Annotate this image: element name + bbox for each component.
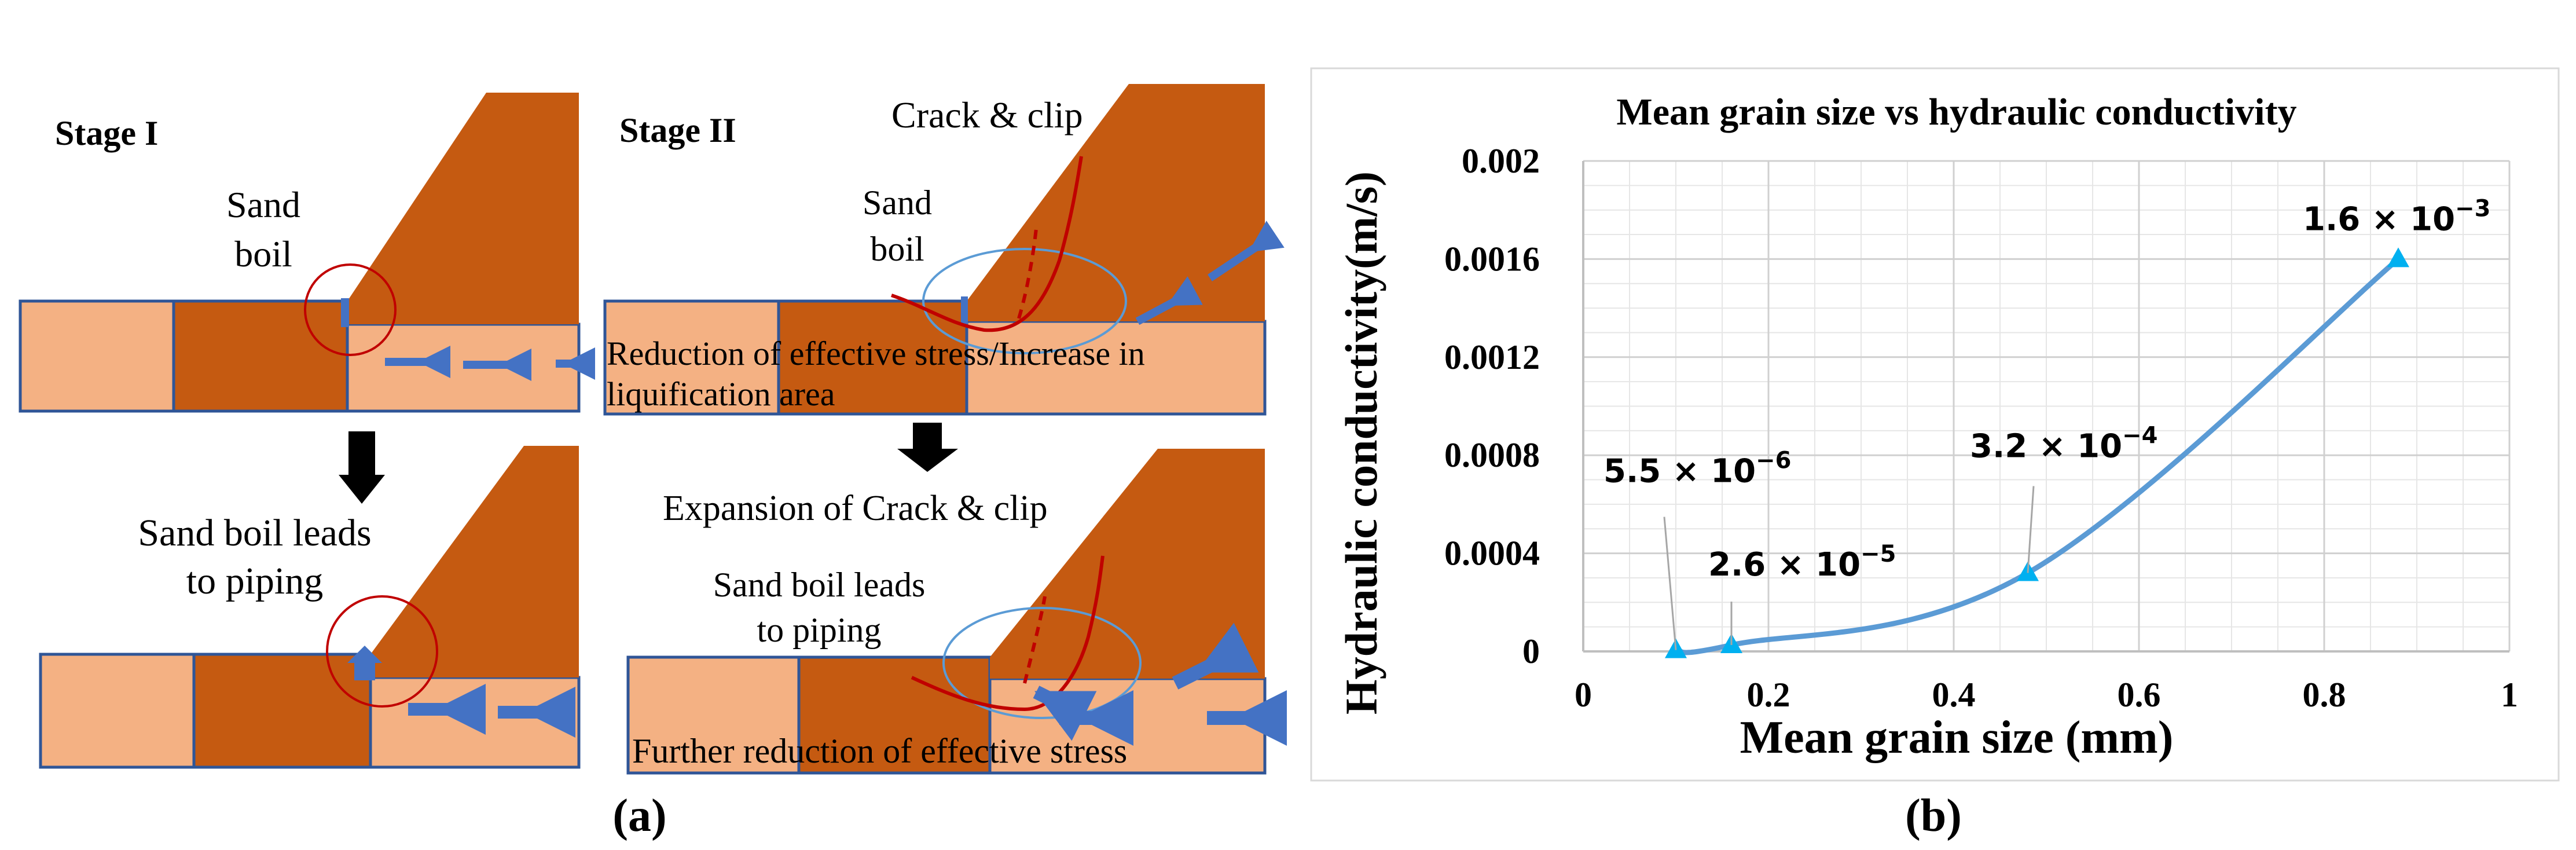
flow-arrow bbox=[1033, 686, 1097, 741]
stage1-boil-label: boil bbox=[234, 233, 292, 274]
chart-ylabel: Hydraulic conductivity(m/s) bbox=[1336, 171, 1386, 715]
stage2b-expansion-label: Expansion of Crack & clip bbox=[663, 489, 1048, 528]
data-annotation: 3.2 × 10−4 bbox=[1970, 422, 2157, 465]
flow-arrow bbox=[1172, 622, 1259, 690]
chart-tick-labels: 0 0.2 0.4 0.6 0.8 1 0 0.0004 0.0008 0.0012 0.0016 0… bbox=[1444, 142, 2518, 714]
stage2b-embankment bbox=[990, 449, 1265, 679]
down-arrow-2-shaft bbox=[913, 423, 942, 449]
stage1b-leads-label-1: Sand boil leads bbox=[138, 512, 371, 554]
stage1-embankment bbox=[347, 93, 579, 324]
stage1-sand-label: Sand bbox=[226, 184, 300, 225]
stage2-flow-arrows bbox=[1135, 221, 1285, 325]
stage1b-embankment bbox=[370, 446, 579, 677]
stage2-crack-solid bbox=[891, 156, 1083, 332]
panel-a: Stage I Sand boil Sand boil leads to pip… bbox=[19, 84, 1287, 841]
stage2-crack-label: Crack & clip bbox=[891, 94, 1083, 135]
data-point-marker bbox=[2387, 247, 2409, 268]
chart-xlabel: Mean grain size (mm) bbox=[1740, 712, 2174, 763]
y-tick-label: 0.0016 bbox=[1444, 240, 1540, 278]
stage1b-up-arrow bbox=[347, 646, 382, 680]
flow-arrow bbox=[1208, 221, 1285, 281]
stage2b-sand-left bbox=[626, 655, 801, 775]
flow-arrow bbox=[1135, 276, 1203, 325]
y-tick-label: 0.002 bbox=[1462, 142, 1540, 180]
chart-title: Mean grain size vs hydraulic conductivit… bbox=[1616, 91, 2296, 133]
stage2b-diagram: Expansion of Crack & clip Sand boil lead… bbox=[626, 449, 1287, 775]
stage2-reduction-label-1: Reduction of effective stress/Increase i… bbox=[607, 335, 1145, 372]
panel-b-label: (b) bbox=[1905, 790, 1962, 841]
x-tick-label: 0 bbox=[1575, 676, 1592, 714]
stage2b-flow-arrows bbox=[1033, 622, 1287, 746]
stage2-crack-dashed bbox=[1017, 228, 1038, 319]
stage2b-further-label: Further reduction of effective stress bbox=[632, 732, 1127, 770]
stage2b-crack-dashed bbox=[1023, 596, 1047, 684]
stage2-title: Stage II bbox=[619, 111, 736, 149]
stage2b-leads-label-1: Sand boil leads bbox=[713, 566, 926, 604]
data-annotation: 5.5 × 10−6 bbox=[1603, 448, 1791, 490]
panel-b: Mean grain size vs hydraulic conductivit… bbox=[1310, 67, 2560, 841]
x-tick-label: 0.2 bbox=[1747, 676, 1790, 714]
stage1-title: Stage I bbox=[55, 114, 158, 152]
stage1-sand-left bbox=[19, 299, 175, 413]
data-annotation: 2.6 × 10−5 bbox=[1708, 541, 1896, 584]
series-line bbox=[1675, 257, 2400, 655]
stage1-flow-arrows bbox=[385, 346, 595, 381]
stage1b-flow-arrows bbox=[408, 684, 575, 738]
stage1b-red-circle bbox=[326, 595, 438, 708]
down-arrow-2 bbox=[897, 423, 958, 472]
x-tick-label: 0.4 bbox=[1932, 676, 1976, 714]
y-tick-label: 0 bbox=[1522, 632, 1540, 671]
x-tick-label: 0.6 bbox=[2118, 676, 2161, 714]
stage2-sand-left bbox=[603, 299, 780, 416]
annotation-leader bbox=[2027, 486, 2035, 573]
stage2b-leads-label-2: to piping bbox=[757, 611, 881, 649]
stage1b-sand-right bbox=[369, 676, 581, 769]
stage2b-soil-block bbox=[797, 655, 992, 775]
stage1-red-circle bbox=[304, 263, 397, 356]
stage1b-soil-block bbox=[192, 653, 372, 769]
chart-annotations: 5.5 × 10−6 2.6 × 10−5 3.2 × 10−4 1.6 × 10−3 bbox=[1603, 195, 2490, 650]
stage2-reduction-label-2: liquification area bbox=[607, 375, 835, 413]
stage2-blue-ellipse bbox=[922, 248, 1127, 354]
down-arrow-2-head bbox=[897, 449, 958, 472]
stage2-soil-block bbox=[777, 299, 968, 416]
annotation-leader bbox=[1663, 516, 1677, 650]
stage2-sand-right bbox=[965, 320, 1267, 416]
chart-series bbox=[1675, 257, 2400, 655]
y-tick-label: 0.0008 bbox=[1444, 436, 1540, 474]
down-arrow-1-head bbox=[339, 475, 385, 504]
down-arrow-1 bbox=[339, 431, 385, 504]
down-arrow-1-shaft bbox=[348, 431, 375, 475]
stage1b-sand-left bbox=[39, 653, 196, 769]
stage1b-leads-label-2: to piping bbox=[186, 560, 324, 602]
stage1-diagram: Stage I Sand boil bbox=[19, 93, 595, 413]
x-tick-label: 0.8 bbox=[2303, 676, 2346, 714]
y-tick-label: 0.0012 bbox=[1444, 338, 1540, 376]
stage2-diagram: Stage II Crack & clip Sand boil Reductio… bbox=[603, 84, 1285, 416]
x-tick-label: 1 bbox=[2501, 676, 2518, 714]
panel-a-label: (a) bbox=[612, 790, 666, 841]
y-tick-label: 0.0004 bbox=[1444, 534, 1540, 573]
chart-frame bbox=[1310, 67, 2560, 782]
stage2-embankment bbox=[967, 84, 1265, 321]
stage2-boil-label: boil bbox=[870, 230, 924, 268]
stage1-soil-block bbox=[172, 299, 349, 413]
stage1b-diagram: Sand boil leads to piping bbox=[39, 446, 581, 769]
stage2-sand-label: Sand bbox=[863, 184, 932, 222]
data-annotation: 1.6 × 10−3 bbox=[2303, 195, 2490, 238]
